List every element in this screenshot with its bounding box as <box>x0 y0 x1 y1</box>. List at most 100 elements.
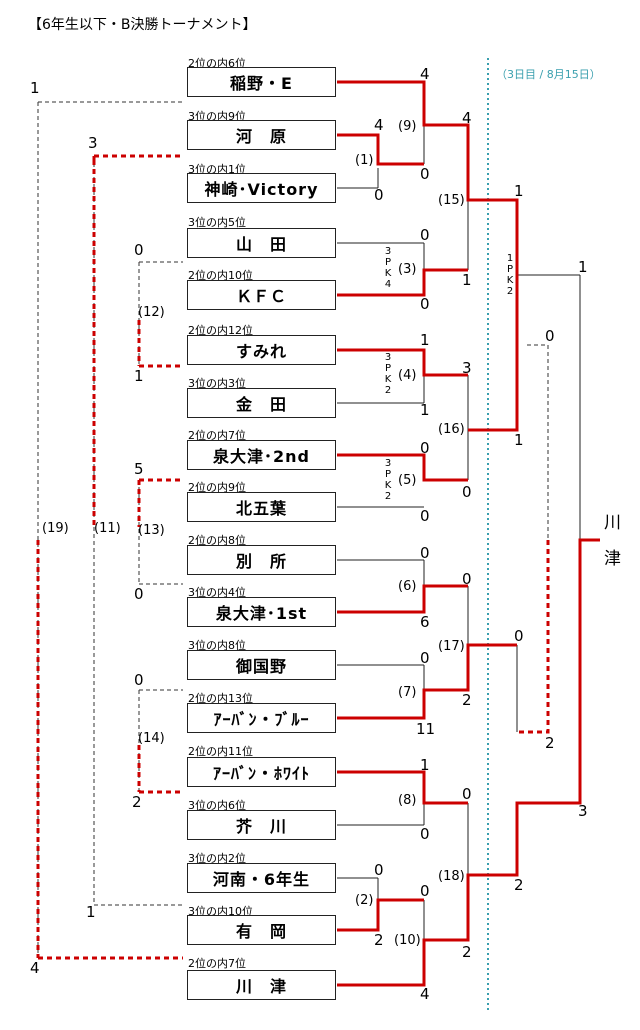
team-seed: 3位の内5位 <box>188 216 246 229</box>
champion-name-1: 川 <box>604 513 621 533</box>
score: 3 <box>462 359 472 377</box>
bracket-winner-lines <box>337 80 600 987</box>
match-number: (16) <box>438 422 465 437</box>
score: 1 <box>462 271 472 289</box>
match-number: (2) <box>355 893 374 908</box>
team-box: ＫＦＣ <box>187 280 336 310</box>
score: 1 <box>420 401 430 419</box>
team-box: 別 所 <box>187 545 336 575</box>
team-seed: 2位の内8位 <box>188 534 246 547</box>
match-number: (12) <box>138 305 165 320</box>
match-number: (18) <box>438 869 465 884</box>
score: 2 <box>514 876 524 894</box>
team-box: 神崎･Victory <box>187 173 336 203</box>
score: 0 <box>462 483 472 501</box>
team-seed: 2位の内10位 <box>188 269 253 282</box>
score: 0 <box>545 327 555 345</box>
bracket-red-dashed-lines <box>38 154 550 960</box>
team-seed: 3位の内3位 <box>188 377 246 390</box>
team-box: すみれ <box>187 335 336 365</box>
score: 0 <box>420 295 430 313</box>
bracket-thin-lines <box>337 125 581 940</box>
score: 0 <box>420 825 430 843</box>
team-box: 泉大津･2nd <box>187 440 336 470</box>
match-number: (7) <box>398 685 417 700</box>
team-box: 山 田 <box>187 228 336 258</box>
score: 1 <box>420 331 430 349</box>
score: 4 <box>420 985 430 1003</box>
page-title: 【6年生以下・B決勝トーナメント】 <box>28 17 257 33</box>
team-seed: 3位の内8位 <box>188 639 246 652</box>
day-note: （3日目 / 8月15日） <box>496 68 601 81</box>
score: 0 <box>420 507 430 525</box>
team-seed: 2位の内7位 <box>188 429 246 442</box>
score: 3 <box>88 134 98 152</box>
team-box: 御国野 <box>187 650 336 680</box>
score: 11 <box>416 720 436 738</box>
team-seed: 3位の内9位 <box>188 110 246 123</box>
team-seed: 3位の内6位 <box>188 799 246 812</box>
team-seed: 3位の内1位 <box>188 163 246 176</box>
score: 1 <box>578 258 588 276</box>
team-box: 芥 川 <box>187 810 336 840</box>
match-number: (17) <box>438 639 465 654</box>
match-number: (13) <box>138 523 165 538</box>
score: 0 <box>134 585 144 603</box>
team-box: ｱｰﾊﾞﾝ・ﾌﾞﾙｰ <box>187 703 336 733</box>
score: 0 <box>462 785 472 803</box>
score: 2 <box>374 931 384 949</box>
score: 2 <box>545 734 555 752</box>
team-box: 川 津 <box>187 970 336 1000</box>
match-number: (15) <box>438 193 465 208</box>
match-number: (10) <box>394 933 421 948</box>
score: 0 <box>420 439 430 457</box>
score: 2 <box>132 793 142 811</box>
score: 1 <box>30 79 40 97</box>
score: 2 <box>462 943 472 961</box>
team-seed: 2位の内9位 <box>188 481 246 494</box>
match-number: (3) <box>398 262 417 277</box>
team-seed: 2位の内12位 <box>188 324 253 337</box>
team-box: 有 岡 <box>187 915 336 945</box>
score: 6 <box>420 613 430 631</box>
score: 0 <box>374 861 384 879</box>
match-number: (1) <box>355 153 374 168</box>
match-number: (4) <box>398 368 417 383</box>
team-seed: 3位の内2位 <box>188 852 246 865</box>
team-seed: 2位の内6位 <box>188 57 246 70</box>
score: 1 <box>134 367 144 385</box>
team-box: 河南・6年生 <box>187 863 336 893</box>
match-number: (9) <box>398 119 417 134</box>
score: 0 <box>420 165 430 183</box>
score: 4 <box>374 116 384 134</box>
score: 5 <box>134 460 144 478</box>
score: 0 <box>462 570 472 588</box>
team-seed: 2位の内11位 <box>188 745 253 758</box>
match-number: (11) <box>94 521 121 536</box>
score: 1 <box>514 431 524 449</box>
score: 0 <box>420 544 430 562</box>
score: 1 <box>86 903 96 921</box>
score: 4 <box>462 109 472 127</box>
score: 4 <box>420 65 430 83</box>
match-number: (14) <box>138 731 165 746</box>
score: 1 <box>420 756 430 774</box>
score: 0 <box>420 649 430 667</box>
score: 0 <box>420 226 430 244</box>
score: 0 <box>134 671 144 689</box>
match-number: (19) <box>42 521 69 536</box>
match-number: (8) <box>398 793 417 808</box>
team-seed: 2位の内13位 <box>188 692 253 705</box>
team-seed: 2位の内7位 <box>188 957 246 970</box>
score: 0 <box>374 186 384 204</box>
match-number: (6) <box>398 579 417 594</box>
team-box: 北五葉 <box>187 492 336 522</box>
team-box: 金 田 <box>187 388 336 418</box>
score: 4 <box>30 959 40 977</box>
team-box: 泉大津･1st <box>187 597 336 627</box>
